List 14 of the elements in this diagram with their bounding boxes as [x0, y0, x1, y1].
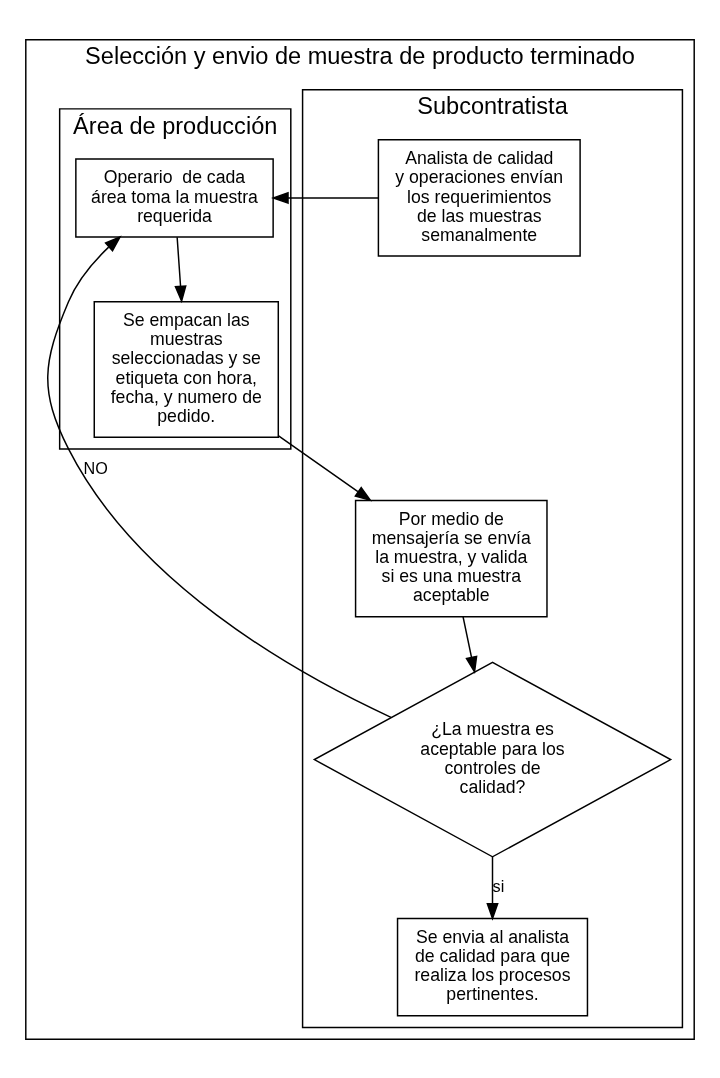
node-diamond: ¿La muestra es aceptable para los controles de calidad?	[312, 661, 673, 858]
arrow	[174, 236, 187, 303]
node-box: Por medio de mensajería se envía la muestra, y valida si es una muestra aceptable	[354, 499, 548, 618]
arrow	[462, 615, 478, 674]
arrow	[271, 191, 380, 204]
arrow	[486, 855, 499, 921]
arrow	[277, 434, 373, 502]
arrow	[47, 234, 392, 718]
node-box: Operario de cada área toma la muestra requerida	[75, 157, 274, 238]
node-box: Analista de calidad y operaciones envían los requerimientos de las muestras semanalmente	[377, 138, 581, 257]
node-box: Se envia al analista de calidad para que realiza los procesos pertinentes.	[396, 917, 589, 1016]
node-box: Se empacan las muestras seleccionadas y se etiqueta con hora, fecha, y numero de pedido.	[93, 300, 280, 438]
edge-label: si	[492, 876, 505, 895]
edge-label: NO	[83, 458, 108, 477]
